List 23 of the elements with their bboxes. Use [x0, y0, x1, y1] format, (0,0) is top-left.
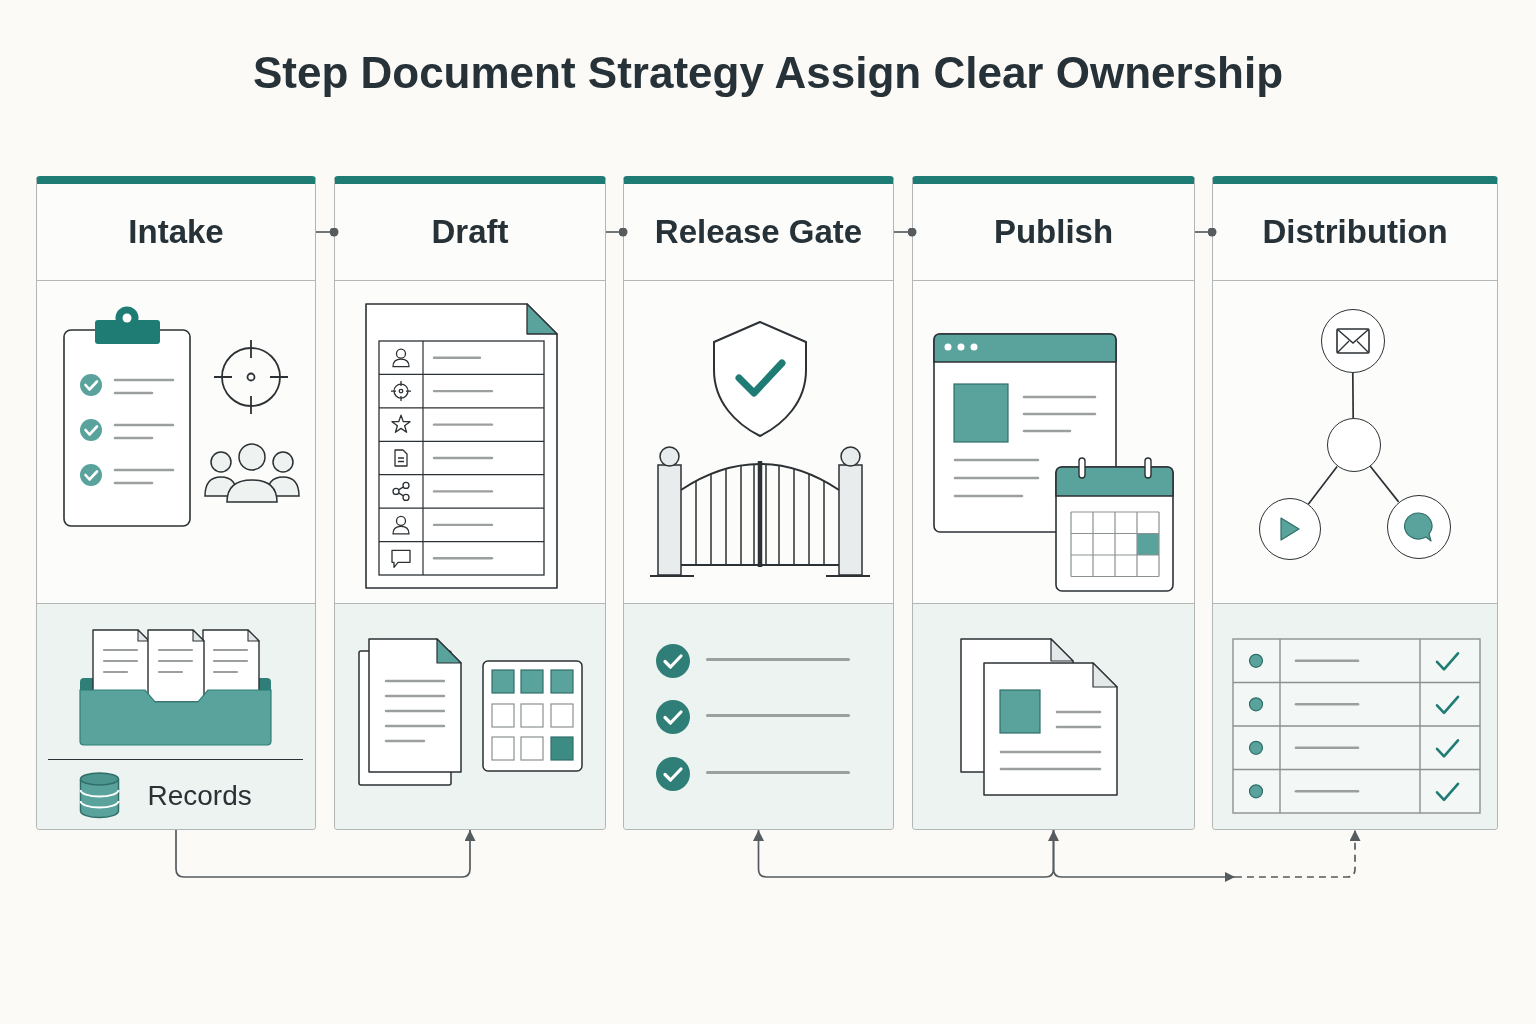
connector-line	[315, 227, 339, 237]
column-title: Draft	[431, 212, 509, 252]
dashed-arrow	[1052, 829, 1361, 878]
diagram-title: Step Document Strategy Assign Clear Ownership	[252, 47, 1284, 99]
connector-line	[1351, 372, 1355, 419]
panel-label: Records	[147, 779, 252, 812]
stage-column	[623, 176, 894, 830]
connector-line	[1307, 465, 1338, 506]
connector-line	[893, 227, 917, 237]
arrow	[753, 829, 1059, 878]
connector-line	[605, 227, 628, 237]
stage-column	[334, 176, 606, 830]
connector-line	[1194, 227, 1217, 237]
stage-column	[1212, 176, 1498, 830]
arrow	[175, 829, 476, 878]
stage-column	[912, 176, 1195, 830]
hub-circle	[1326, 418, 1381, 472]
column-title: Release Gate	[654, 212, 863, 252]
column-title: Publish	[993, 212, 1114, 252]
connector-line	[1369, 465, 1400, 503]
column-title: Distribution	[1262, 212, 1448, 252]
column-title: Intake	[128, 212, 224, 252]
stage-column	[36, 176, 316, 830]
